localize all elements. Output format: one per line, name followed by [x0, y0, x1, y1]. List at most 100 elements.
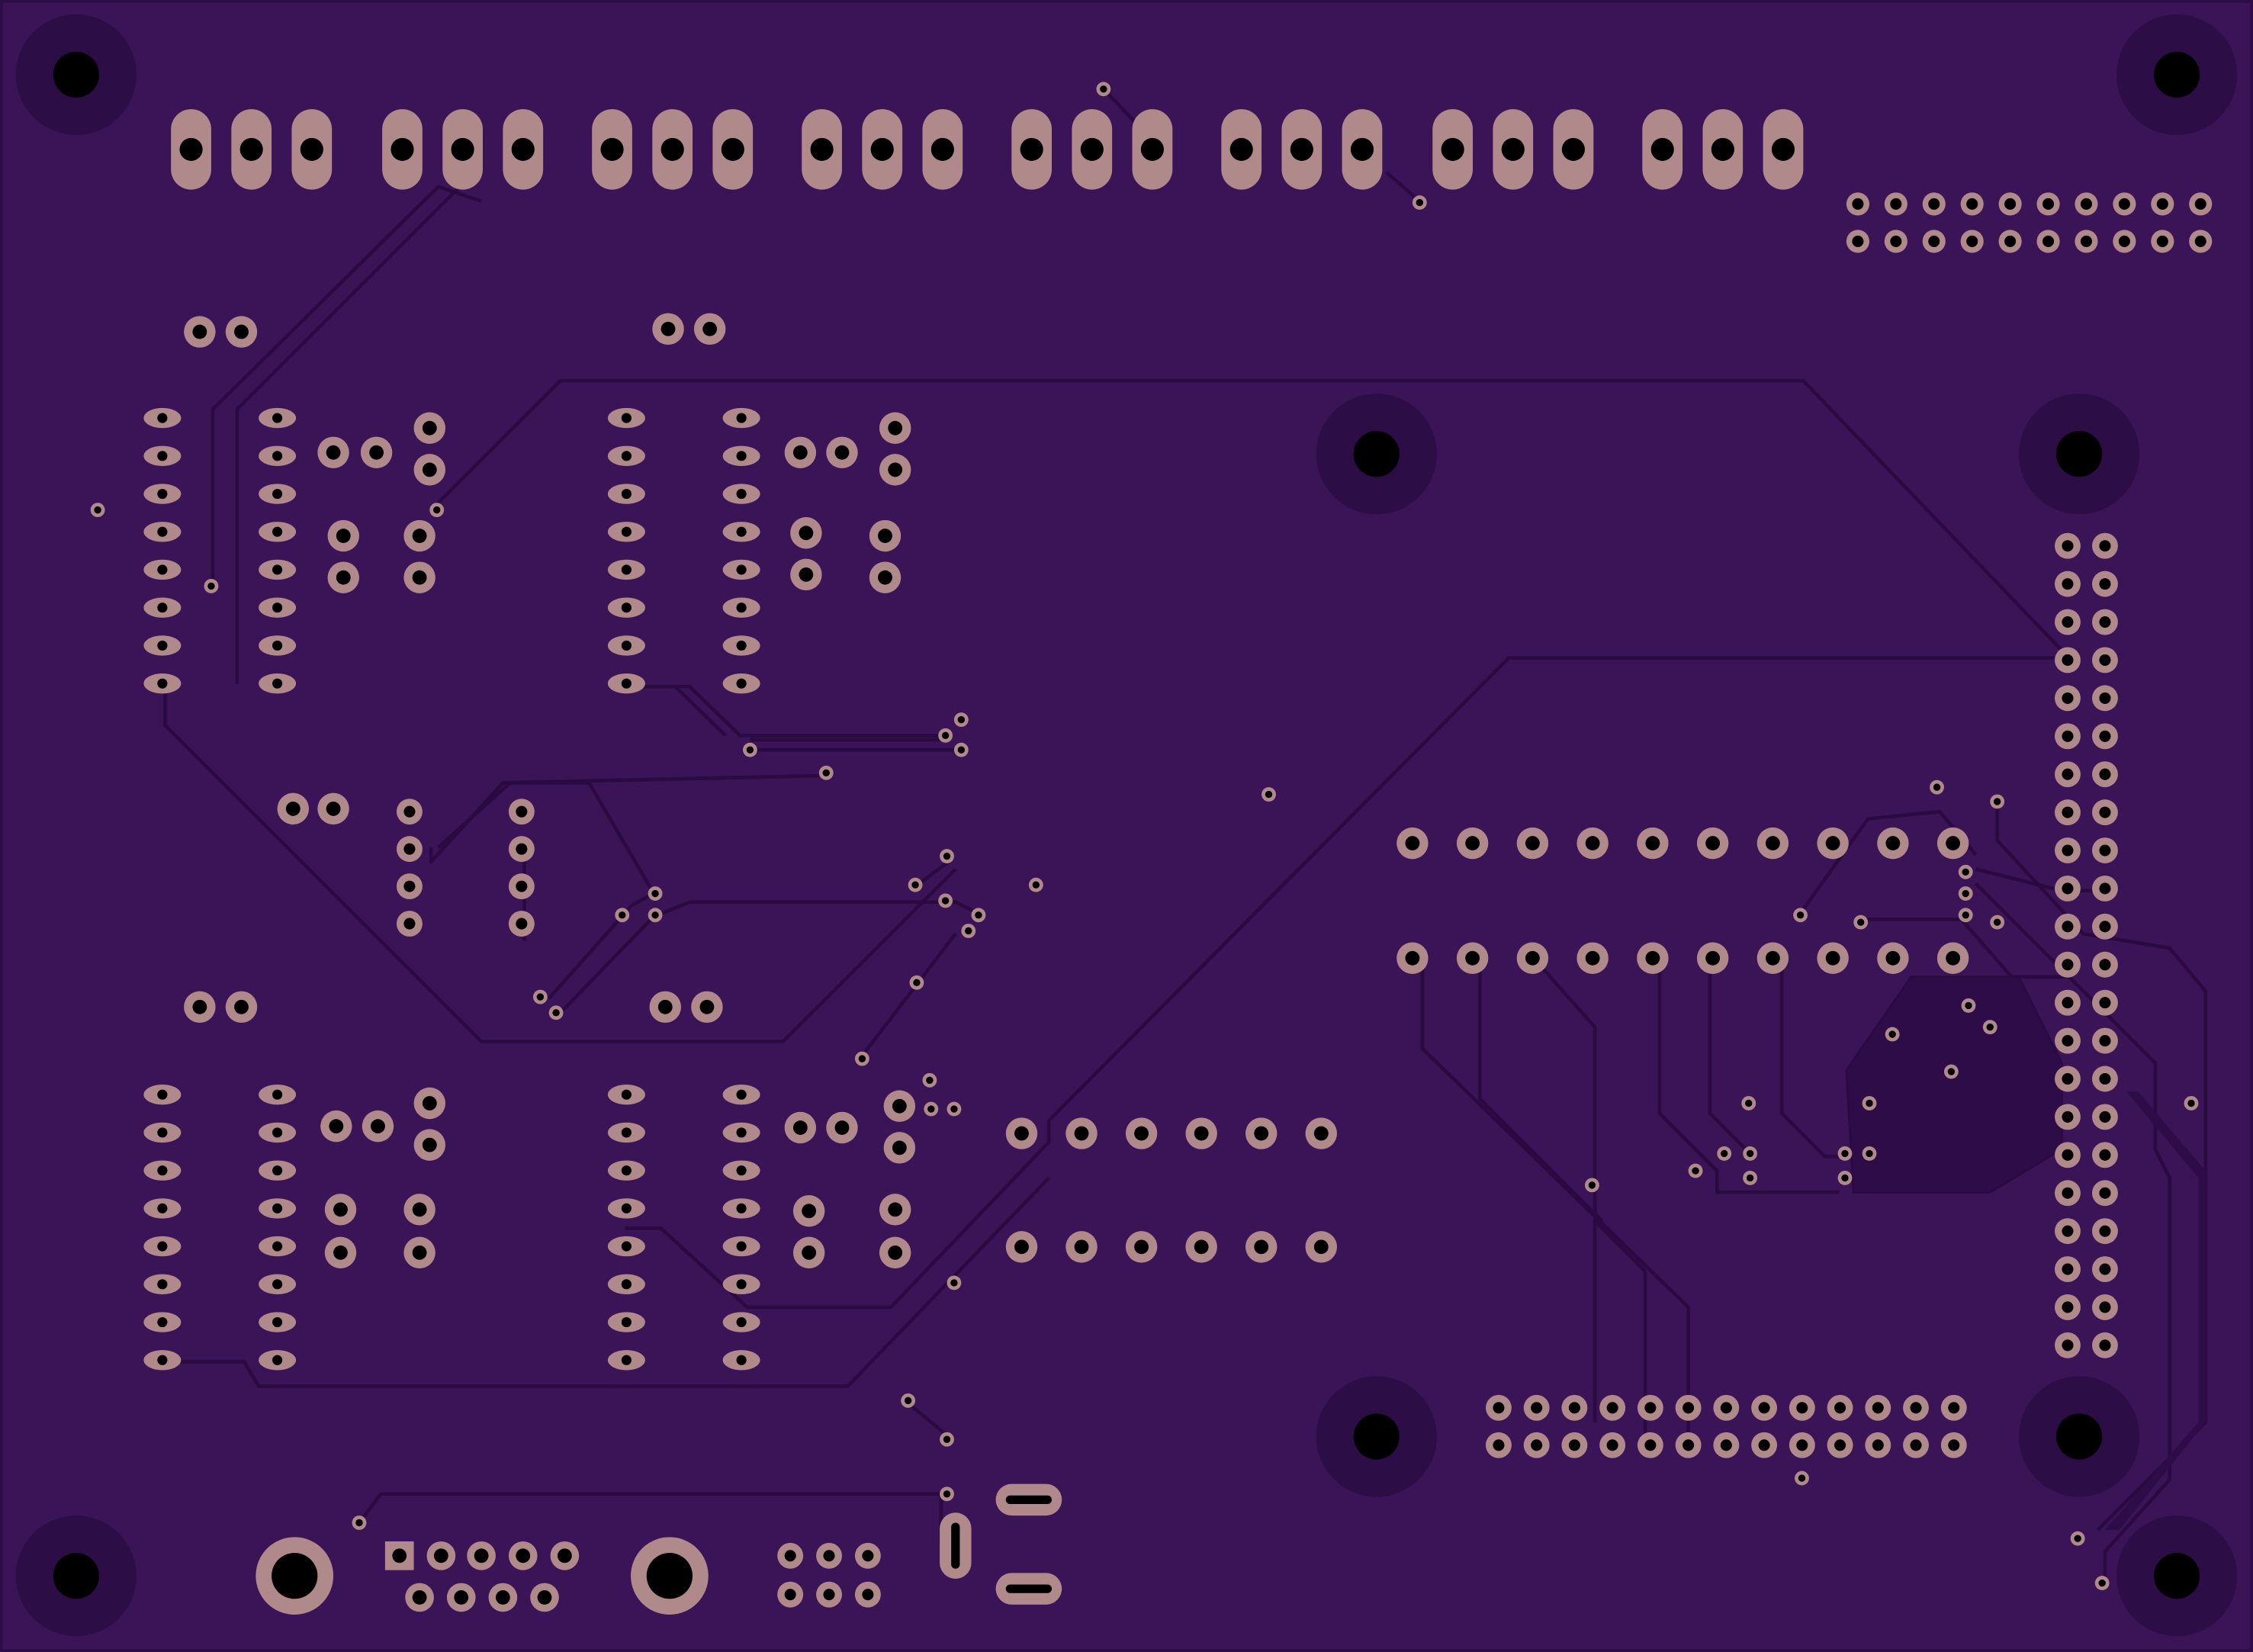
- pad-drill: [1872, 1439, 1884, 1451]
- pad-drill: [272, 1165, 283, 1176]
- mounting-hole: [1353, 1413, 1400, 1460]
- pad-drill: [272, 1089, 283, 1100]
- via-drill: [858, 1055, 866, 1062]
- pad-drill: [2099, 882, 2111, 895]
- pad-drill: [1834, 1402, 1846, 1414]
- pad-drill: [1852, 235, 1864, 247]
- pad-drill: [2156, 235, 2168, 247]
- via-drill: [913, 979, 921, 987]
- pad-drill: [516, 880, 528, 892]
- pad-drill: [736, 451, 747, 461]
- pad-drill: [1585, 836, 1600, 851]
- pad-drill: [2062, 921, 2074, 933]
- pad-drill: [403, 843, 416, 855]
- pad-drill: [1313, 1239, 1329, 1255]
- terminal-drill: [1561, 137, 1585, 161]
- pad-drill: [272, 1279, 283, 1290]
- pad-drill: [736, 413, 747, 423]
- pad-drill: [329, 1119, 344, 1134]
- pad-drill: [1585, 950, 1600, 966]
- pad-drill: [1946, 950, 1961, 966]
- trace: [860, 932, 957, 1057]
- pad-drill: [792, 445, 808, 460]
- pad-drill: [272, 1203, 283, 1213]
- pad-drill: [326, 801, 341, 816]
- trace: [235, 185, 461, 684]
- terminal-drill: [810, 137, 834, 161]
- via-drill: [1947, 1068, 1956, 1075]
- via-drill: [1841, 1149, 1849, 1158]
- terminal-drill: [1080, 137, 1104, 161]
- pad-drill: [2004, 198, 2017, 210]
- pad-drill: [1493, 1439, 1505, 1451]
- pad-drill: [862, 1550, 874, 1562]
- via-drill: [1962, 889, 1969, 898]
- terminal-drill: [600, 137, 624, 161]
- pad-drill: [621, 678, 632, 689]
- pads-layer: [143, 109, 2213, 1615]
- pad-drill: [1531, 1439, 1543, 1451]
- terminal-drill: [239, 137, 263, 161]
- pad-drill: [2042, 198, 2055, 210]
- pad-drill: [2099, 1110, 2111, 1123]
- pad-drill: [2099, 1035, 2111, 1047]
- pad-drill: [621, 1279, 632, 1290]
- pad-drill: [2099, 768, 2111, 780]
- pad-drill: [1194, 1126, 1209, 1141]
- pad-drill: [699, 999, 715, 1014]
- pad-drill: [2099, 959, 2111, 971]
- pad-drill: [2099, 692, 2111, 704]
- pad-drill: [621, 1089, 632, 1100]
- pad-drill: [272, 413, 283, 423]
- pad-drill: [2062, 1072, 2074, 1085]
- pad-drill: [336, 570, 351, 585]
- pad-drill: [2099, 1263, 2111, 1275]
- pad-drill: [157, 1127, 168, 1138]
- via-drill: [1745, 1099, 1753, 1107]
- via-drill: [2074, 1535, 2081, 1542]
- pad-drill: [2062, 692, 2074, 704]
- pad-drill: [422, 462, 437, 477]
- pad-drill: [422, 1137, 437, 1152]
- terminal-drill: [1020, 137, 1043, 161]
- via-drill: [536, 993, 545, 1001]
- pad-drill: [272, 603, 283, 613]
- trace: [904, 1399, 950, 1438]
- pad-drill: [2099, 578, 2111, 590]
- via-drill: [1888, 1030, 1896, 1038]
- pad-drill: [157, 678, 168, 689]
- pad-drill: [1465, 836, 1480, 851]
- pad-drill: [2099, 1149, 2111, 1161]
- pad-drill: [2194, 235, 2206, 247]
- via-drill: [1962, 868, 1969, 876]
- pad-drill: [412, 1245, 427, 1260]
- pad-drill: [1765, 950, 1780, 966]
- pad-drill: [888, 1202, 903, 1217]
- terminal-drill: [1771, 137, 1795, 161]
- pad-drill: [2099, 997, 2111, 1009]
- via-drill: [957, 715, 966, 724]
- via-drill: [950, 1105, 958, 1113]
- via-drill: [1265, 790, 1273, 799]
- pad-drill: [1885, 836, 1901, 851]
- via-drill: [94, 506, 101, 514]
- terminal-drill: [930, 137, 954, 161]
- terminal-drill: [1711, 137, 1734, 161]
- via-drill: [941, 897, 950, 905]
- pad-drill: [157, 1316, 168, 1328]
- pad-drill: [621, 1127, 632, 1138]
- pad-drill: [2062, 959, 2074, 971]
- pad-drill: [2080, 235, 2092, 247]
- pad-drill: [474, 1548, 489, 1564]
- terminal-drill: [1350, 137, 1374, 161]
- via-drill: [1986, 1023, 1994, 1031]
- pad-drill: [285, 801, 301, 816]
- pad-drill: [736, 1279, 747, 1290]
- pad-drill: [2062, 1035, 2074, 1047]
- pad-drill: [2062, 1187, 2074, 1199]
- trace: [547, 892, 655, 1000]
- pad-drill: [157, 451, 168, 461]
- pad-drill: [878, 529, 892, 543]
- pad-drill: [234, 999, 249, 1014]
